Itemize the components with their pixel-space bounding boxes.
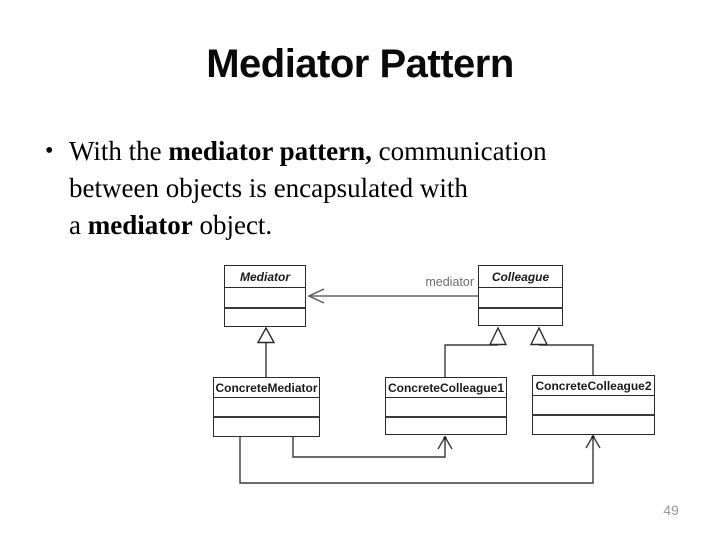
bullet-marker: • <box>45 138 54 164</box>
association-label-mediator: mediator <box>425 275 474 289</box>
class-title: Mediator <box>225 266 305 288</box>
class-box-mediator: Mediator <box>224 265 306 327</box>
class-box-concretecolleague2: ConcreteColleague2 <box>532 375 655 435</box>
page-number: 49 <box>663 502 679 518</box>
class-box-concretecolleague1: ConcreteColleague1 <box>385 377 507 435</box>
class-title: ConcreteColleague1 <box>386 378 506 398</box>
class-title: Colleague <box>479 266 562 288</box>
hollow-triangle-icon <box>488 326 508 346</box>
bullet-paragraph: • With the mediator pattern, communicati… <box>45 133 660 244</box>
hollow-triangle-icon <box>529 326 549 346</box>
generalization-line-concretecolleague2 <box>539 344 594 375</box>
class-operations-compartment <box>225 307 305 326</box>
class-operations-compartment <box>214 416 319 436</box>
class-attributes-compartment <box>225 288 305 307</box>
class-title: ConcreteColleague2 <box>533 376 654 396</box>
class-attributes-compartment <box>386 398 506 416</box>
class-box-concretemediator: ConcreteMediator <box>213 377 320 437</box>
class-attributes-compartment <box>479 288 562 307</box>
class-attributes-compartment <box>533 396 654 414</box>
association-line-colleague2 <box>239 437 594 484</box>
arrow-tip-dot <box>443 436 447 440</box>
arrow-tip-dot <box>591 435 595 439</box>
generalization-line-concretecolleague1 <box>444 344 498 377</box>
open-arrowhead-left-icon <box>307 288 325 304</box>
class-operations-compartment <box>533 414 654 434</box>
association-line-colleague1 <box>292 437 446 458</box>
bullet-text: With the mediator pattern, communication… <box>69 136 547 240</box>
class-title: ConcreteMediator <box>214 378 319 398</box>
class-box-colleague: Colleague <box>478 265 563 326</box>
class-attributes-compartment <box>214 398 319 416</box>
page-title: Mediator Pattern <box>206 42 514 86</box>
class-operations-compartment <box>479 307 562 325</box>
class-operations-compartment <box>386 416 506 434</box>
hollow-triangle-icon <box>256 326 276 344</box>
